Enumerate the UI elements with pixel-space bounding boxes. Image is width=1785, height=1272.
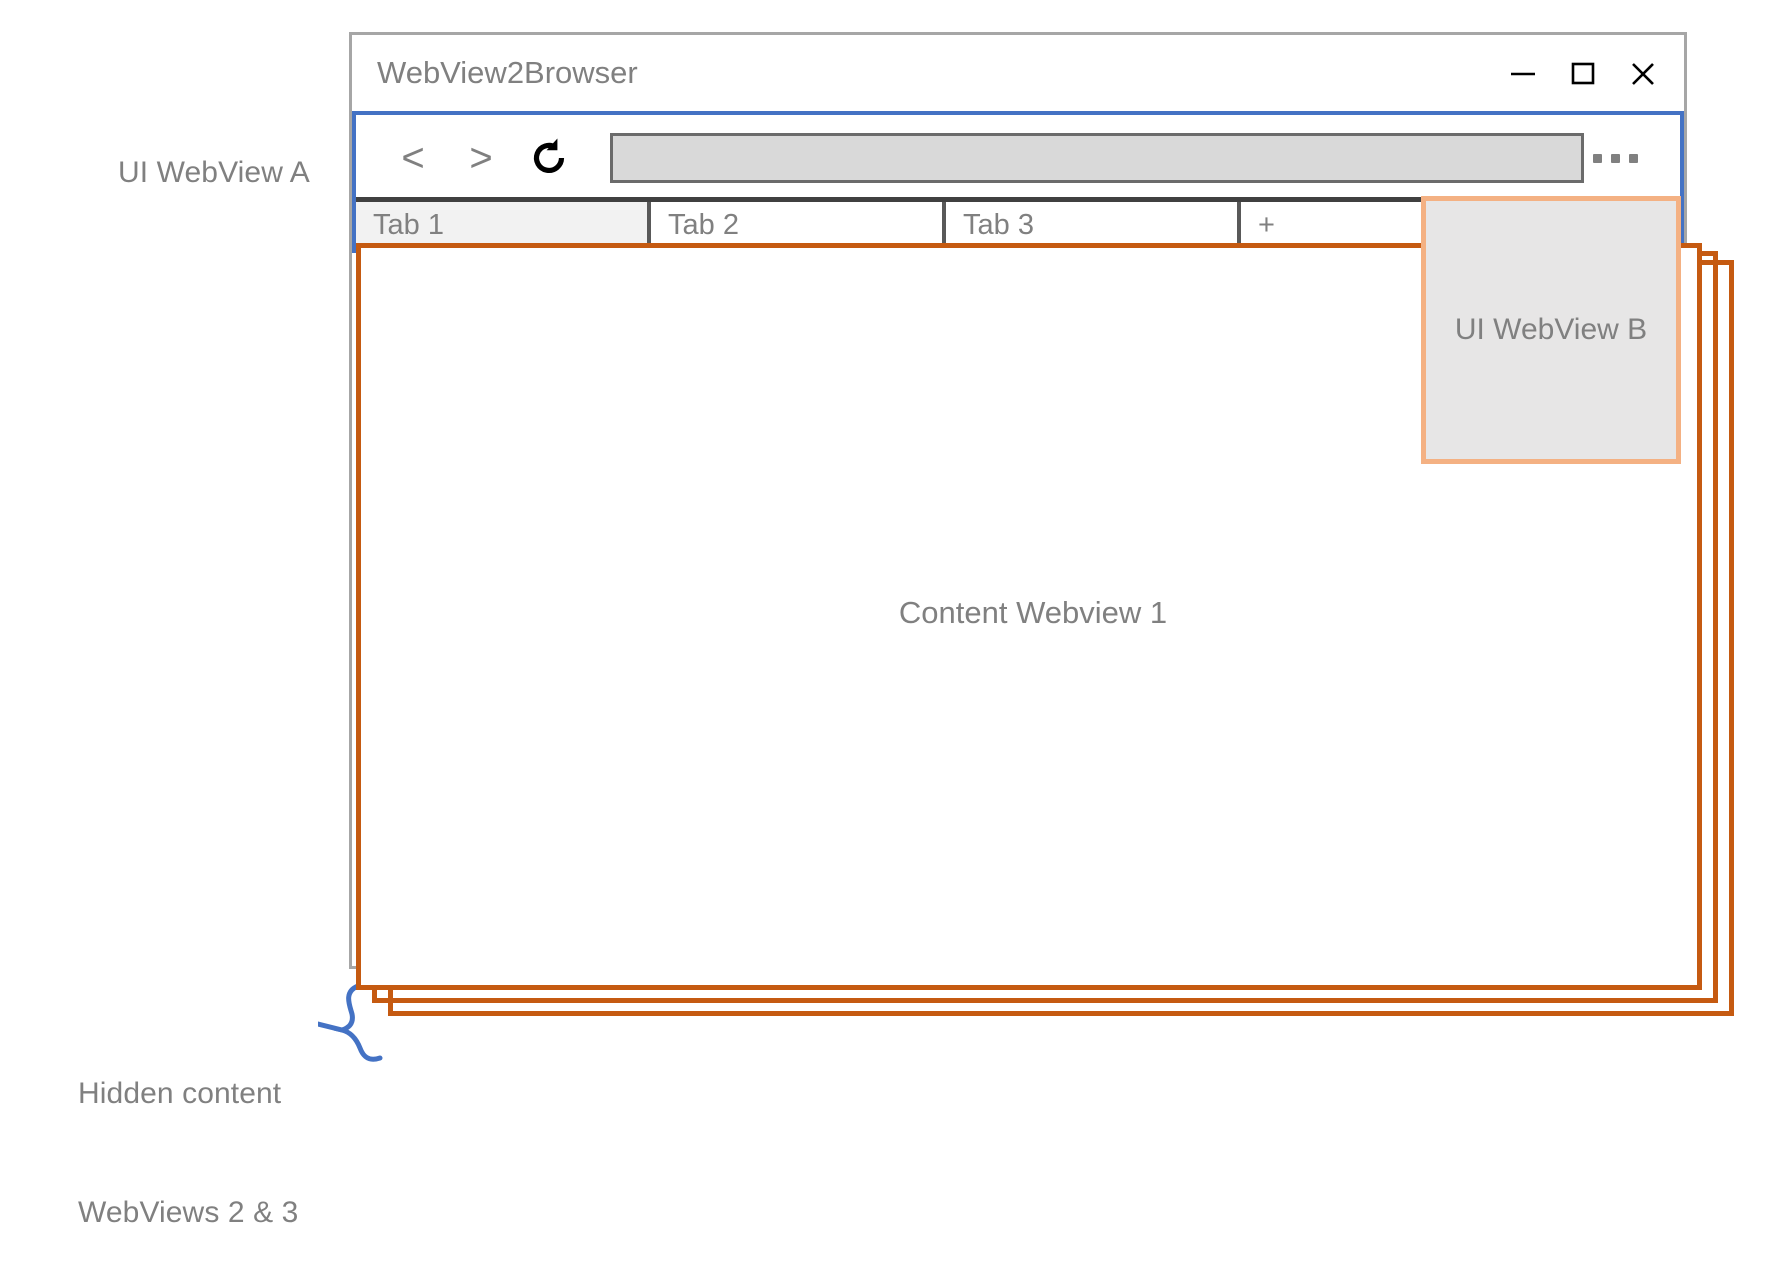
forward-button[interactable]: > xyxy=(469,136,493,180)
annotation-hidden-content-line2: WebViews 2 & 3 xyxy=(78,1195,299,1229)
title-bar: WebView2Browser xyxy=(352,35,1684,111)
tab-2-label: Tab 2 xyxy=(668,209,739,241)
ui-webview-b-popup: UI WebView B xyxy=(1421,196,1681,464)
annotation-hidden-content: Hidden content WebViews 2 & 3 xyxy=(78,995,298,1272)
tab-2[interactable]: Tab 2 xyxy=(651,202,946,249)
annotation-ui-webview-a: UI WebView A xyxy=(118,156,310,189)
close-icon[interactable] xyxy=(1628,58,1658,88)
reload-icon[interactable] xyxy=(526,135,572,181)
ui-webview-b-label: UI WebView B xyxy=(1454,313,1648,346)
ellipsis-icon[interactable] xyxy=(1593,153,1638,163)
content-webview-1-label: Content Webview 1 xyxy=(898,594,1168,630)
tab-1[interactable]: Tab 1 xyxy=(356,202,651,249)
tab-3[interactable]: Tab 3 xyxy=(946,202,1241,249)
tab-1-label: Tab 1 xyxy=(373,209,444,241)
window-title: WebView2Browser xyxy=(377,55,638,90)
back-button[interactable]: < xyxy=(401,136,425,180)
browser-toolbar: < > xyxy=(356,115,1680,201)
window-controls xyxy=(1508,58,1658,88)
annotation-hidden-content-line1: Hidden content xyxy=(78,1077,282,1111)
address-input[interactable] xyxy=(610,133,1584,183)
brace-connector-icon xyxy=(318,983,383,1062)
tab-3-label: Tab 3 xyxy=(963,209,1034,241)
new-tab-label: + xyxy=(1258,209,1275,241)
maximize-icon[interactable] xyxy=(1568,58,1598,88)
ui-webview-a-region: < > Tab 1 Tab 2 Tab 3 xyxy=(352,111,1684,253)
minimize-icon[interactable] xyxy=(1508,58,1538,88)
